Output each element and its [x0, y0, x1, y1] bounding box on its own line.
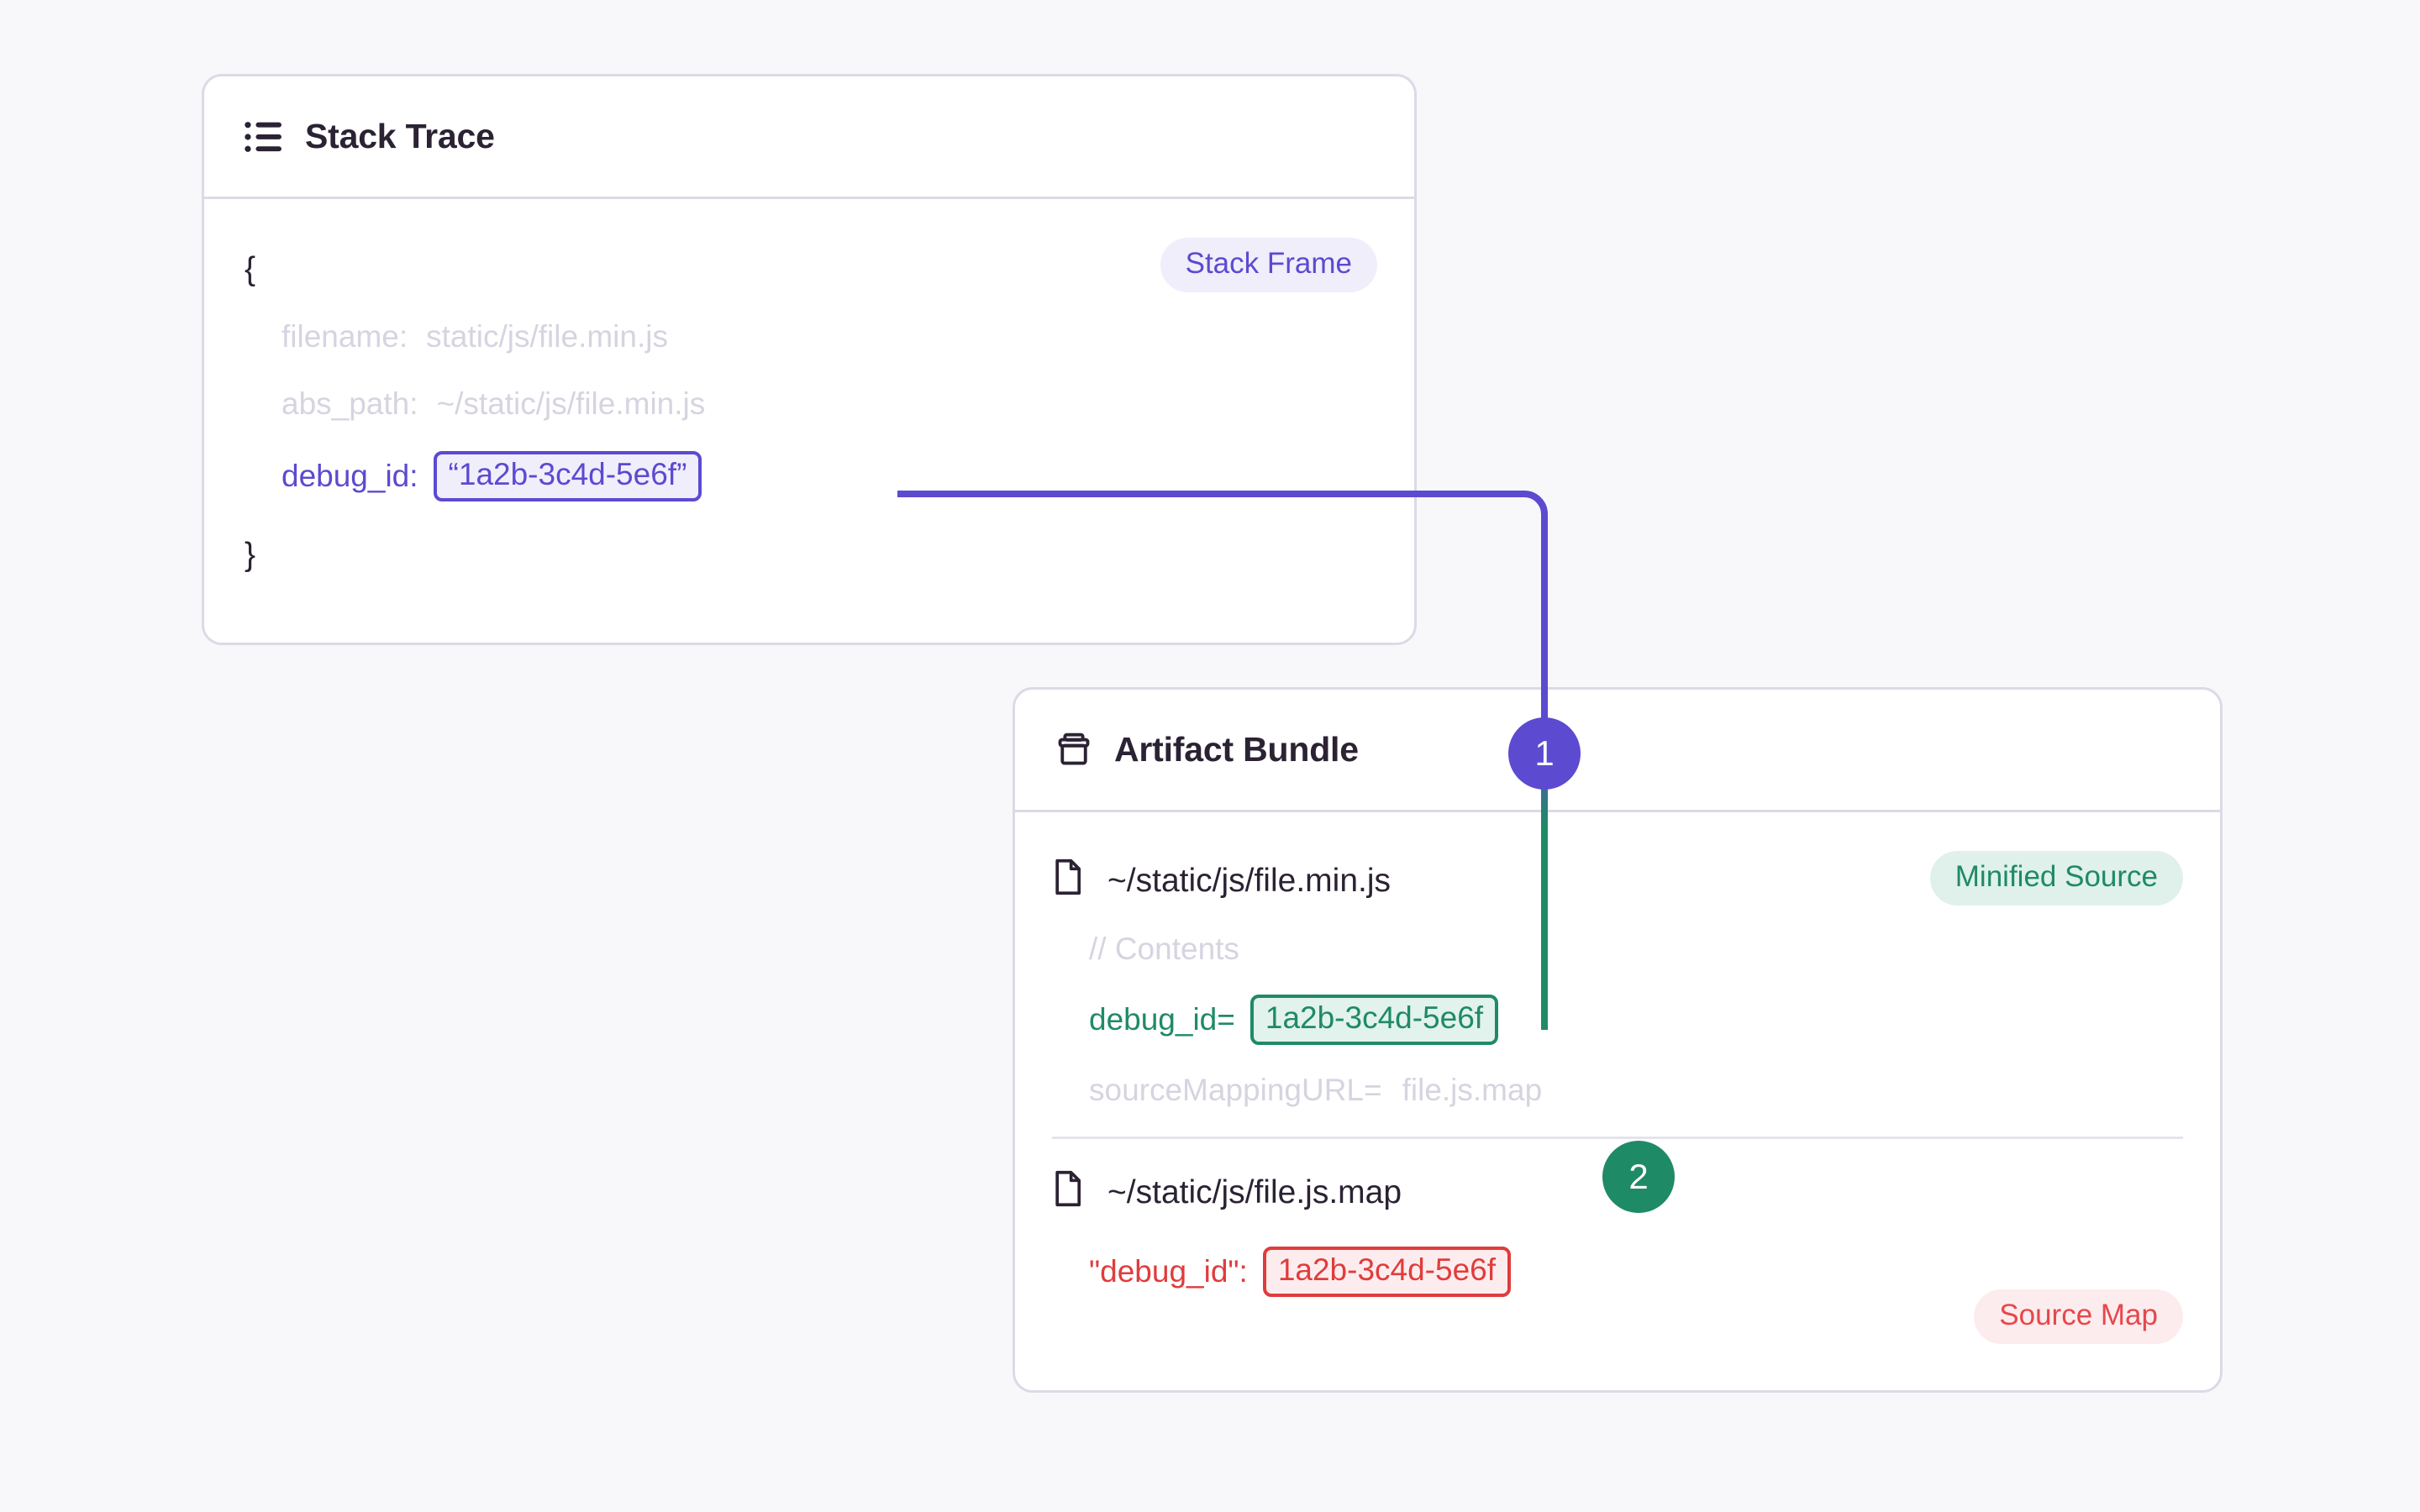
minified-debug-id-line: debug_id= 1a2b-3c4d-5e6f [1052, 982, 2183, 1058]
filename-value: static/js/file.min.js [426, 319, 668, 354]
source-mapping-url-key: sourceMappingURL= [1089, 1073, 1382, 1107]
debug-id-key: debug_id: [281, 459, 418, 493]
list-icon [245, 120, 283, 154]
sourcemap-debug-id-key: "debug_id": [1089, 1254, 1248, 1289]
close-brace: } [245, 537, 256, 573]
abs-path-value: ~/static/js/file.min.js [436, 386, 706, 421]
filename-line: filename: static/js/file.min.js [245, 303, 1374, 370]
debug-id-value-token[interactable]: “1a2b-3c4d-5e6f” [433, 451, 702, 501]
file-icon [1052, 1170, 1084, 1215]
contents-comment-line: // Contents [1052, 916, 2183, 982]
stack-trace-body: Stack Frame { filename: static/js/file.m… [204, 199, 1414, 589]
file-icon [1052, 858, 1084, 904]
artifact-file-path: ~/static/js/file.js.map [1107, 1174, 1402, 1210]
artifact-file-row[interactable]: ~/static/js/file.js.map [1052, 1158, 2183, 1228]
source-map-badge: Source Map [1974, 1289, 2183, 1344]
stack-trace-header: Stack Trace [204, 76, 1414, 199]
stack-trace-card: Stack Trace Stack Frame { filename: stat… [202, 74, 1417, 645]
sourcemap-debug-id-value-token[interactable]: 1a2b-3c4d-5e6f [1262, 1247, 1512, 1297]
artifact-section-divider [1052, 1137, 2183, 1139]
abs-path-key: abs_path: [281, 386, 418, 421]
source-mapping-url-value: file.js.map [1402, 1073, 1543, 1107]
minified-debug-id-key: debug_id= [1089, 1002, 1235, 1037]
filename-key: filename: [281, 319, 408, 354]
artifact-bundle-title: Artifact Bundle [1114, 730, 1359, 769]
minified-source-badge: Minified Source [1929, 851, 2183, 906]
artifact-file-path: ~/static/js/file.min.js [1107, 863, 1392, 899]
artifact-bundle-card: Artifact Bundle ~/static/js/file.min.js … [1013, 687, 2223, 1393]
contents-comment: // Contents [1089, 932, 1239, 966]
sourcemap-debug-id-line: "debug_id": 1a2b-3c4d-5e6f [1052, 1233, 2183, 1310]
abs-path-line: abs_path: ~/static/js/file.min.js [245, 370, 1374, 438]
artifact-bundle-body: ~/static/js/file.min.js Minified Source … [1015, 812, 2220, 1344]
step-badge-1: 1 [1508, 717, 1581, 790]
source-mapping-url-line: sourceMappingURL= file.js.map [1052, 1058, 2183, 1123]
stack-frame-badge: Stack Frame [1160, 238, 1377, 292]
open-brace: { [245, 251, 256, 287]
stack-trace-title: Stack Trace [305, 117, 495, 155]
archive-icon [1055, 732, 1092, 769]
minified-debug-id-value-token[interactable]: 1a2b-3c4d-5e6f [1249, 995, 1499, 1045]
step-badge-2: 2 [1602, 1141, 1675, 1213]
artifact-bundle-header: Artifact Bundle [1015, 690, 2220, 812]
debug-id-line: debug_id: “1a2b-3c4d-5e6f” [245, 438, 1374, 515]
